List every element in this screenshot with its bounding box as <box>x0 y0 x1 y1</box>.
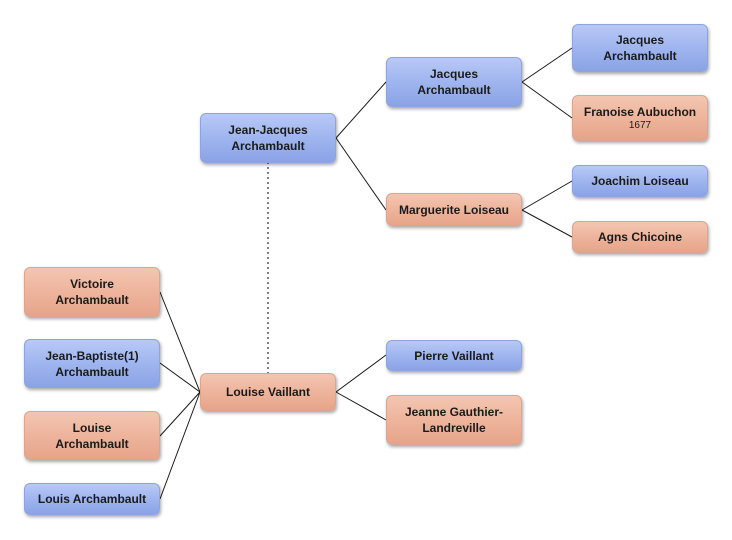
person-node-jeanne-gauthier-landreville[interactable]: Jeanne Gauthier- Landreville <box>386 395 522 445</box>
person-name-line1: Agns Chicoine <box>597 230 682 244</box>
connector-jeanbaptiste-to-louise <box>159 362 201 393</box>
person-date: 1677 <box>628 120 652 131</box>
person-name-line2: Archambault <box>55 364 129 379</box>
connector-louis-to-louise <box>159 391 201 500</box>
person-name-line2: Archambault <box>55 436 129 451</box>
person-name-line2: Archambault <box>417 83 491 97</box>
person-name-line1: Victoire <box>70 277 114 291</box>
person-name-line1: Jean-Baptiste(1) <box>45 348 139 363</box>
person-name-line2: Landreville <box>422 421 486 435</box>
connector-victoire-to-louise <box>159 291 201 393</box>
connector-marguerite-to-agnes <box>521 209 573 238</box>
person-node-francoise-aubuchon[interactable]: Franoise Aubuchon 1677 <box>572 95 708 141</box>
person-name-line1: Louise <box>72 420 112 435</box>
person-node-jacques-archambault-grandfather[interactable]: Jacques Archambault <box>572 24 708 72</box>
connector-jeanjacques-to-marguerite <box>335 137 387 211</box>
connector-louise-to-pierre <box>335 354 387 393</box>
connector-jacques-to-francoise <box>521 81 573 119</box>
person-node-agnes-chicoine[interactable]: Agns Chicoine <box>572 221 708 253</box>
person-name-line1: Jeanne Gauthier- <box>404 405 504 419</box>
person-name-line1: Jacques <box>429 67 479 81</box>
person-node-louise-vaillant[interactable]: Louise Vaillant <box>200 373 336 411</box>
person-name-line1: Jacques <box>615 33 665 47</box>
person-name-line2: Archambault <box>55 293 129 307</box>
connector-louisearch-to-louise <box>159 391 201 437</box>
person-node-jean-jacques-archambault[interactable]: Jean-Jacques Archambault <box>200 113 336 163</box>
person-name-line1: Pierre Vaillant <box>414 348 494 363</box>
person-name-line1: Louis Archambault <box>37 492 147 506</box>
person-name-line1: Louise Vaillant <box>225 385 311 399</box>
person-name-line1: Joachim Loiseau <box>591 174 689 188</box>
person-name-line1: Franoise Aubuchon <box>583 105 697 119</box>
connector-jeanjacques-to-jacques <box>335 81 387 139</box>
person-name-line2: Archambault <box>231 139 305 153</box>
person-name-line1: Jean-Jacques <box>228 123 308 137</box>
person-node-pierre-vaillant[interactable]: Pierre Vaillant <box>386 340 522 371</box>
person-node-louis-archambault[interactable]: Louis Archambault <box>24 483 160 515</box>
person-node-joachim-loiseau[interactable]: Joachim Loiseau <box>572 165 708 197</box>
person-node-victoire-archambault[interactable]: Victoire Archambault <box>24 267 160 317</box>
person-node-jacques-archambault-father[interactable]: Jacques Archambault <box>386 57 522 107</box>
person-name-line2: Archambault <box>603 49 677 63</box>
person-node-jean-baptiste-archambault[interactable]: Jean-Baptiste(1) Archambault <box>24 339 160 388</box>
person-node-marguerite-loiseau[interactable]: Marguerite Loiseau <box>386 193 522 226</box>
person-node-louise-archambault[interactable]: Louise Archambault <box>24 411 160 460</box>
person-name-line1: Marguerite Loiseau <box>398 202 510 217</box>
connector-jacques-to-jacques-grandfather <box>521 47 573 83</box>
connector-louise-to-jeanne <box>335 391 387 421</box>
connector-marguerite-to-joachim <box>521 180 573 211</box>
